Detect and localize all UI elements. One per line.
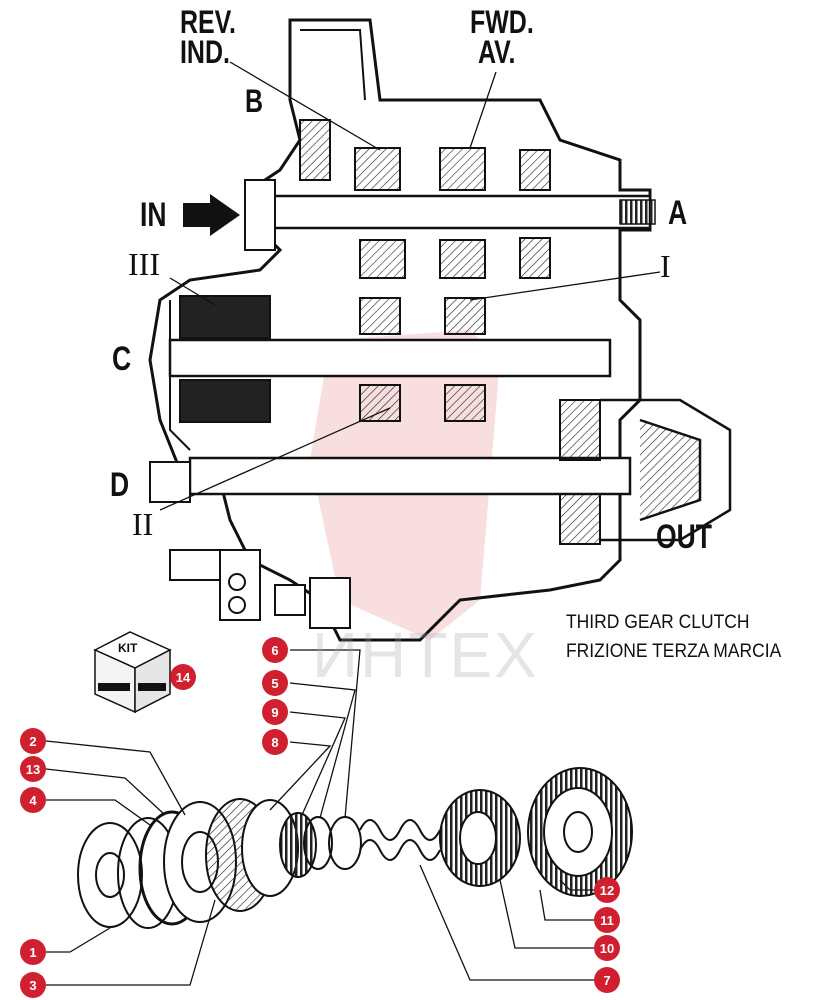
callout-12: 12 bbox=[594, 877, 620, 903]
label-iii: III bbox=[128, 246, 160, 282]
label-ind: IND. bbox=[180, 34, 230, 70]
callout-10: 10 bbox=[594, 935, 620, 961]
side-assemblies bbox=[149, 179, 351, 629]
kit-cube bbox=[93, 631, 172, 714]
label-i: I bbox=[660, 248, 671, 284]
caption-line-english: THIRD GEAR CLUTCH bbox=[566, 612, 750, 633]
label-in: IN bbox=[140, 196, 167, 234]
callout-2: 2 bbox=[20, 728, 46, 754]
label-b: B bbox=[245, 83, 264, 119]
callout-leaders bbox=[45, 649, 595, 986]
callout-7: 7 bbox=[594, 967, 620, 993]
input-arrow bbox=[183, 194, 240, 236]
label-a: A bbox=[668, 194, 688, 232]
label-out: OUT bbox=[656, 518, 712, 556]
callout-5: 5 bbox=[262, 670, 288, 696]
watermark-text: ИНТЕХ bbox=[312, 619, 539, 691]
kit-label: KIT bbox=[118, 641, 138, 655]
callout-4: 4 bbox=[20, 787, 46, 813]
label-fwd: FWD. bbox=[470, 4, 534, 40]
caption-line-italian: FRIZIONE TERZA MARCIA bbox=[566, 641, 782, 662]
callout-9: 9 bbox=[262, 699, 288, 725]
label-c: C bbox=[112, 340, 132, 378]
callout-8: 8 bbox=[262, 729, 288, 755]
label-d: D bbox=[110, 466, 130, 504]
callout-14: 14 bbox=[170, 664, 196, 690]
callout-3: 3 bbox=[20, 972, 46, 998]
output-bevel bbox=[600, 398, 732, 542]
callout-11: 11 bbox=[594, 907, 620, 933]
callout-1: 1 bbox=[20, 939, 46, 965]
label-leaders bbox=[159, 61, 661, 511]
gear-packs bbox=[179, 119, 601, 545]
label-rev: REV. bbox=[180, 4, 236, 40]
label-av: AV. bbox=[478, 34, 516, 70]
label-ii: II bbox=[132, 506, 154, 542]
callout-6: 6 bbox=[262, 637, 288, 663]
exploded-clutch bbox=[77, 767, 633, 929]
callout-13: 13 bbox=[20, 756, 46, 782]
